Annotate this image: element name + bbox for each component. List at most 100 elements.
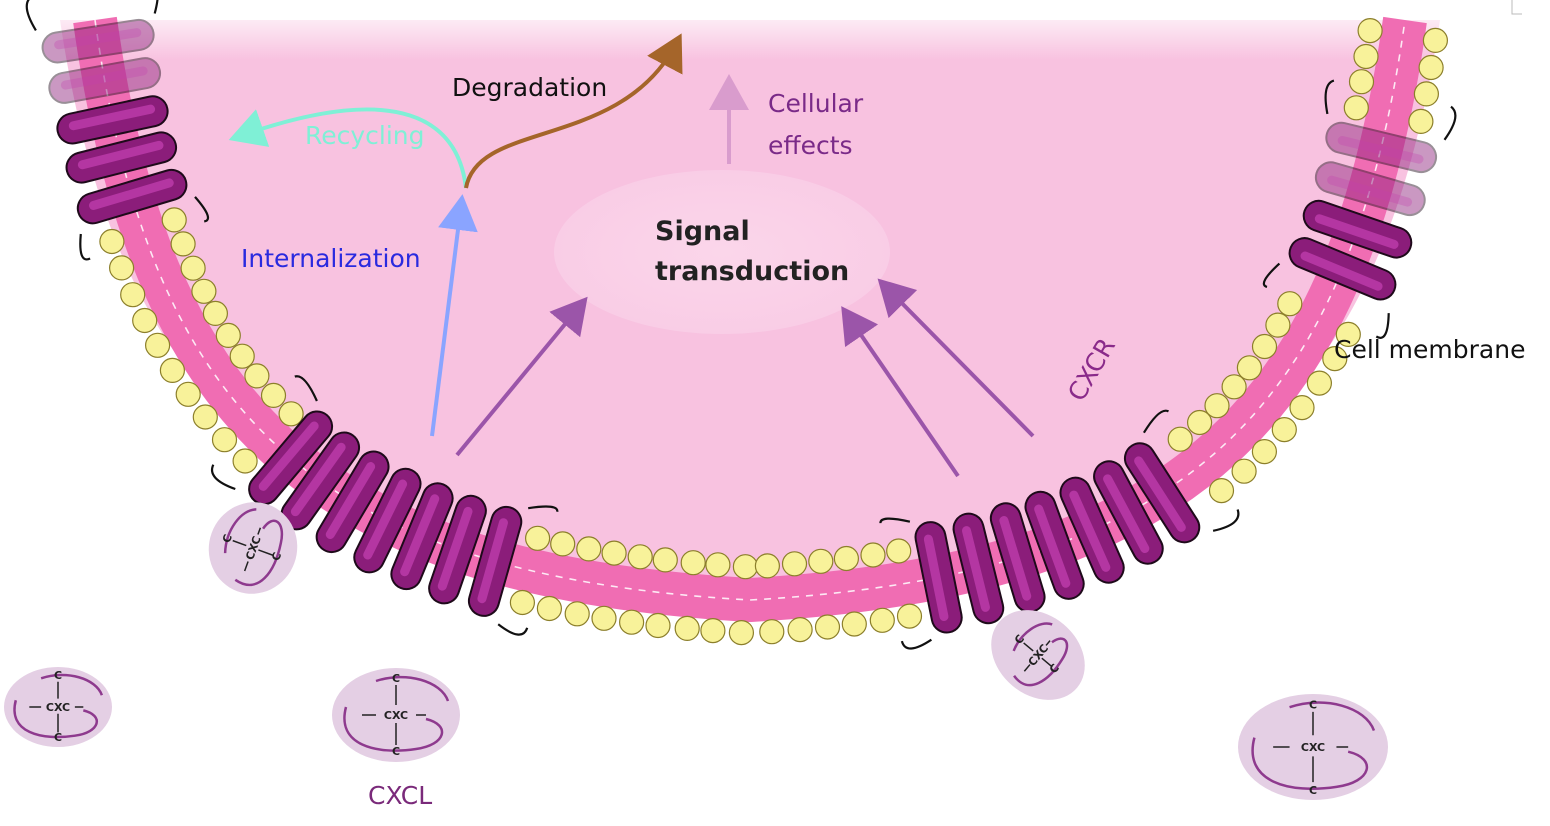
receptor-loop xyxy=(79,233,91,261)
cell-membrane-label: Cell membrane xyxy=(1334,335,1525,364)
receptor-helix-highlight xyxy=(477,518,508,604)
ligand-c-bottom: C xyxy=(54,731,62,744)
lipid-head xyxy=(536,595,563,622)
lipid-head xyxy=(1186,409,1213,436)
receptor-loop xyxy=(528,505,559,512)
ligand-body xyxy=(208,502,298,594)
ligand-bonds xyxy=(1273,711,1349,783)
lipid-head xyxy=(132,307,158,334)
receptor-helix-highlight xyxy=(437,506,473,591)
receptor-helix-highlight xyxy=(363,479,408,560)
ligand-chain xyxy=(1251,701,1376,790)
receptor-loop xyxy=(194,196,210,223)
receptor-loop xyxy=(1375,313,1390,339)
receptor-loop xyxy=(497,623,529,636)
lipid-head xyxy=(787,616,813,643)
corner-mark xyxy=(1511,0,1522,15)
lipid-head xyxy=(896,603,923,629)
lipid-head xyxy=(1167,426,1193,452)
receptor-loop xyxy=(153,0,159,14)
receptor-loop xyxy=(900,638,933,650)
degradation-label: Degradation xyxy=(452,73,607,102)
lipid-head xyxy=(1422,27,1449,54)
lipid-head xyxy=(161,207,187,233)
lipid-head xyxy=(1289,395,1315,421)
lipid-head xyxy=(1236,355,1263,381)
recycling-label: Recycling xyxy=(305,121,425,150)
receptor-helix xyxy=(41,18,155,64)
internalization-label: Internalization xyxy=(241,244,421,273)
lipid-head xyxy=(814,614,841,640)
ligand-cxc: CXC xyxy=(384,709,408,722)
lipid-head xyxy=(1335,321,1361,347)
lipid-head xyxy=(1357,18,1383,44)
receptor-loop xyxy=(1262,262,1281,288)
bilayer-tail-stripes xyxy=(94,19,1406,601)
receptor-helix-highlight xyxy=(290,442,346,517)
lipid-head xyxy=(1204,393,1230,419)
receptor-loop xyxy=(1443,105,1457,141)
ligand-body xyxy=(1238,694,1388,800)
lipid-head xyxy=(1231,458,1257,484)
lipid-head xyxy=(191,278,217,304)
lipid-head xyxy=(260,382,287,408)
signal-transduction-bubble xyxy=(554,170,890,334)
lipid-head xyxy=(1353,43,1379,70)
receptor-loop xyxy=(1142,409,1170,434)
lipid-head xyxy=(1271,417,1297,443)
ligand-cxc: CXC xyxy=(1301,741,1325,754)
cxcl-label: CXCL xyxy=(368,781,432,810)
lipid-head xyxy=(680,550,706,576)
ligand-bonds xyxy=(362,685,426,745)
lipid-heads-inner xyxy=(161,18,1383,580)
ligand-c-top: C xyxy=(1309,698,1317,711)
receptor-helix-highlight xyxy=(1300,251,1383,291)
ligand-body xyxy=(332,668,460,762)
ligand-chain xyxy=(13,673,104,739)
lipid-head xyxy=(202,300,228,326)
receptor-helix-highlight xyxy=(999,516,1032,601)
ligand-c-top: C xyxy=(54,669,62,682)
receptor-helix-highlight xyxy=(1314,214,1399,249)
lipid-head xyxy=(781,551,808,577)
lipid-heads-outer xyxy=(99,27,1449,646)
lipid-head xyxy=(674,615,700,642)
lipid-head xyxy=(211,427,238,453)
recycling-arrow xyxy=(228,107,468,189)
lipid-head xyxy=(120,282,146,308)
signal-label-line1: Signal xyxy=(655,216,750,247)
receptor-loop xyxy=(1212,509,1240,532)
lipid-head xyxy=(833,545,860,572)
signal-label-line2: transduction xyxy=(655,256,849,287)
lipid-head xyxy=(1265,312,1291,338)
lipid-head xyxy=(705,552,731,578)
lipid-head xyxy=(1408,108,1434,135)
receptor-helix-highlight xyxy=(89,178,174,210)
receptor-helix-highlight xyxy=(1103,474,1150,554)
receptor-helix-highlight xyxy=(400,494,440,577)
lipid-head xyxy=(645,612,671,639)
receptor-helix-highlight xyxy=(1069,490,1111,572)
lipid-head xyxy=(564,601,590,627)
lipid-head xyxy=(728,619,755,646)
ligand-chain xyxy=(223,508,284,587)
receptor-helix-highlight xyxy=(68,104,156,131)
receptor-helix-highlight xyxy=(54,28,142,50)
lipid-head xyxy=(732,554,759,580)
lipid-head xyxy=(524,525,551,551)
lipid-head xyxy=(1348,69,1375,95)
ligand-chain xyxy=(1012,622,1069,687)
lipid-head xyxy=(192,404,218,430)
ligand-c-bottom: C xyxy=(392,745,400,758)
receptor-loop xyxy=(879,517,911,524)
lipid-head xyxy=(886,538,912,564)
lipid-head xyxy=(1251,439,1278,465)
cellular-effects-label-line2: effects xyxy=(768,131,853,160)
lipid-head xyxy=(860,542,886,568)
cellular-effects-label-line1: Cellular xyxy=(768,89,864,118)
